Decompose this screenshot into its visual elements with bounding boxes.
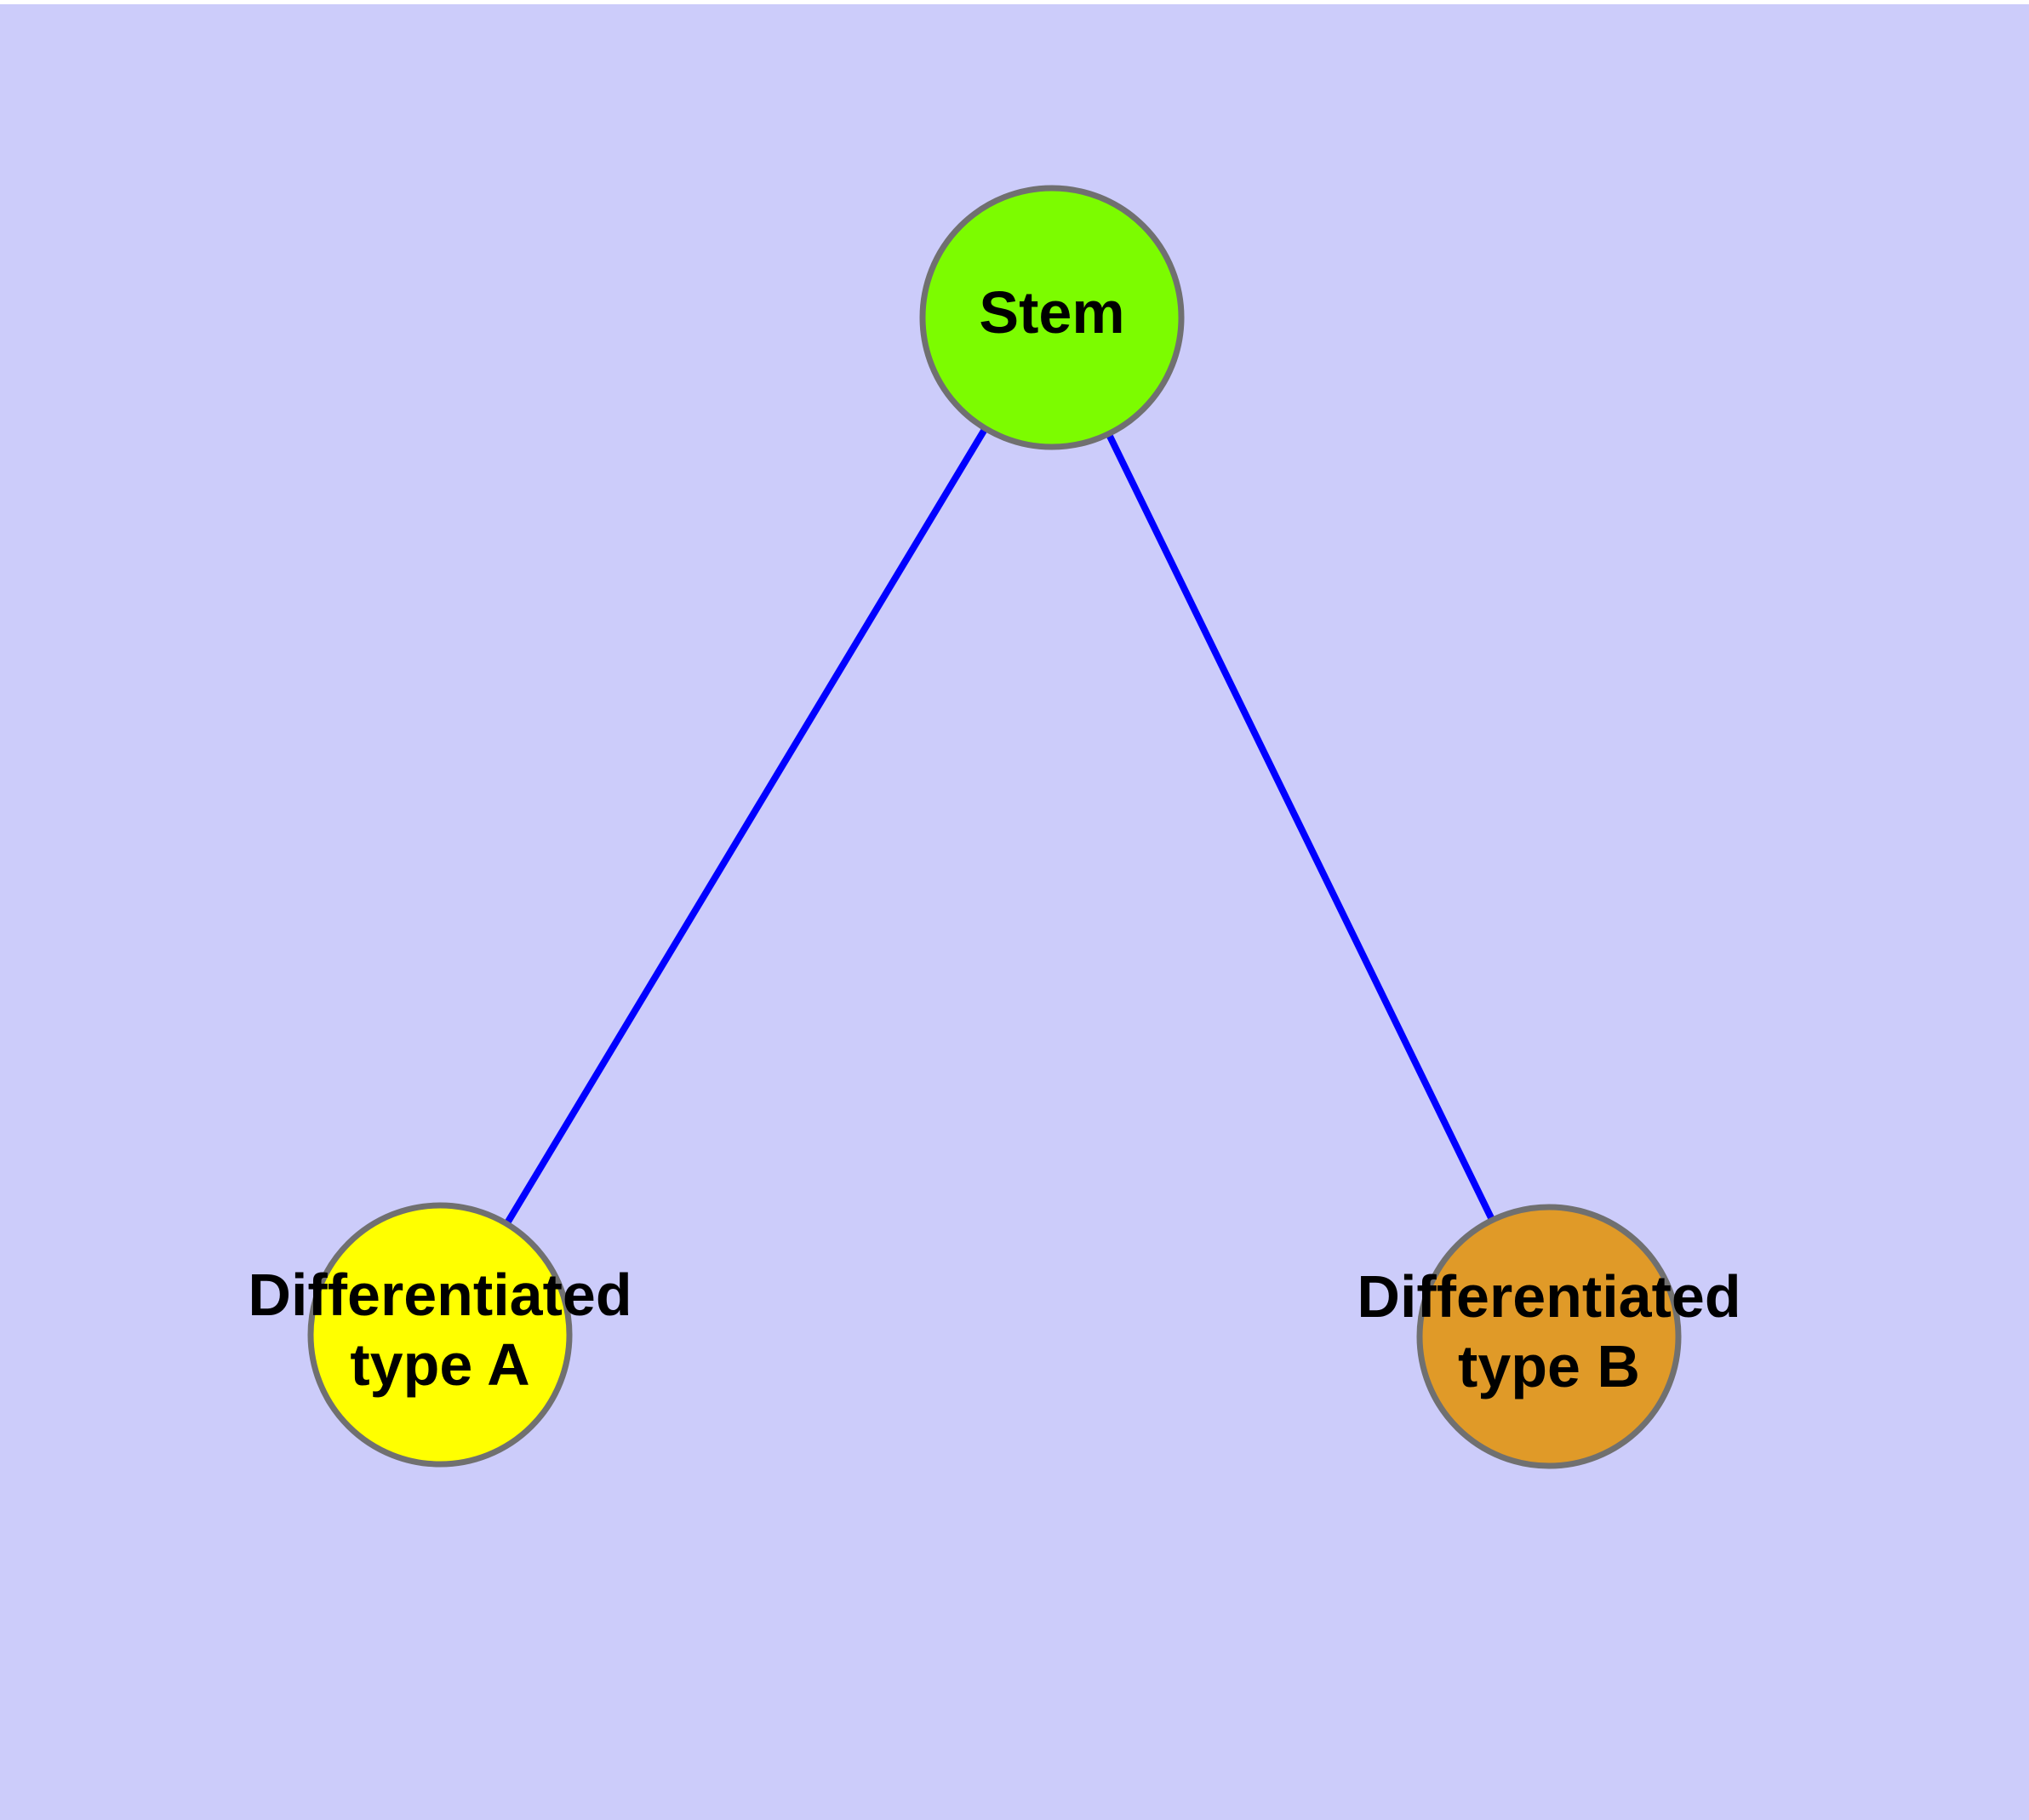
node-circle-stem[interactable] xyxy=(919,185,1185,450)
node-label-line: type A xyxy=(350,1331,529,1398)
node-label-stem: Stem xyxy=(979,279,1124,346)
node-stem[interactable]: Stem xyxy=(919,185,1185,450)
node-label-line: Differentiated xyxy=(1357,1264,1740,1331)
edge-stem-diff-b[interactable] xyxy=(1049,316,1552,1338)
node-circle-diff_b[interactable] xyxy=(1416,1204,1682,1469)
node-label-line: type B xyxy=(1458,1333,1640,1399)
edges-layer xyxy=(437,315,1552,1338)
node-circle-diff_a[interactable] xyxy=(307,1202,573,1468)
edge-stem-diff-a[interactable] xyxy=(437,315,1055,1337)
node-label-line: Stem xyxy=(979,279,1124,346)
node-label-line: Differentiated xyxy=(248,1262,632,1329)
